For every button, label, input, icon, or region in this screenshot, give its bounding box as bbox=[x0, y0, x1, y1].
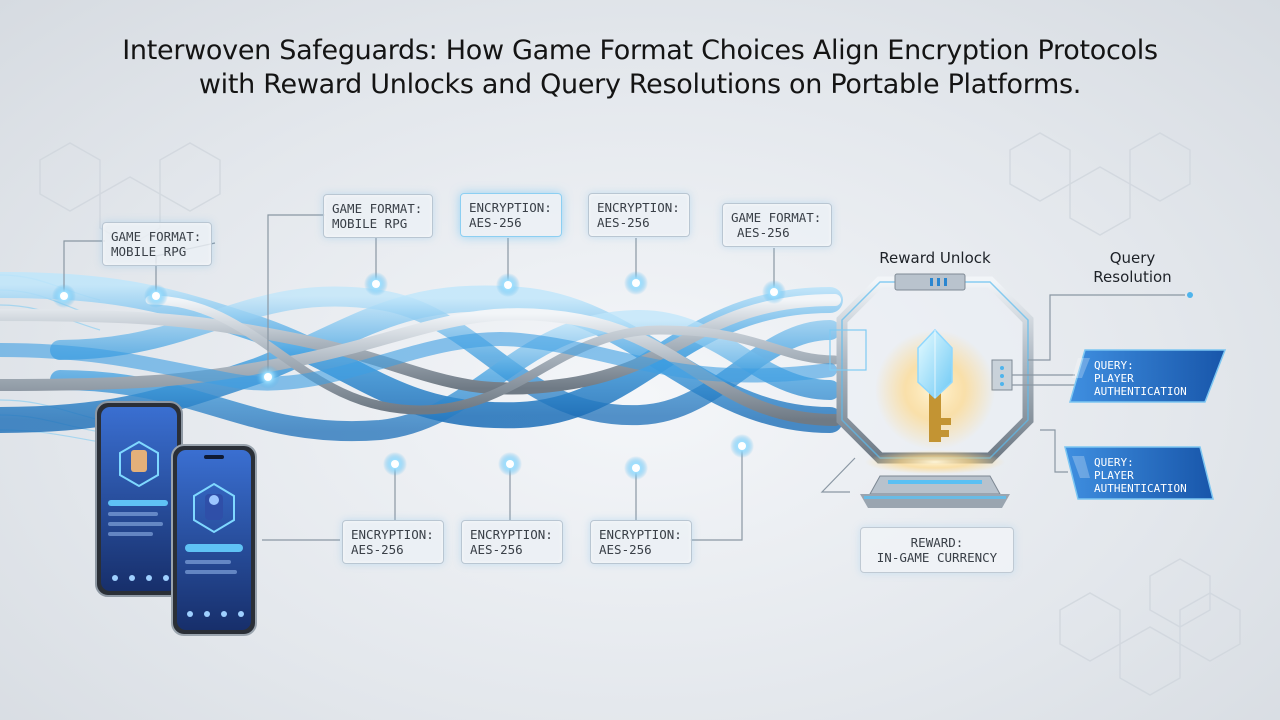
query-line: PLAYER bbox=[1094, 372, 1134, 385]
label-line: GAME FORMAT: bbox=[731, 210, 822, 225]
query-line: AUTHENTICATION bbox=[1094, 482, 1187, 495]
reward-pedestal bbox=[860, 450, 1010, 508]
label-line: ENCRYPTION: bbox=[599, 527, 682, 542]
reward-unlock-text: Reward Unlock bbox=[879, 249, 991, 267]
encryption-label-bottom-3: ENCRYPTION: AES-256 bbox=[590, 520, 692, 564]
connector-lines bbox=[63, 214, 775, 541]
query-line: PLAYER bbox=[1094, 469, 1134, 482]
label-line: GAME FORMAT: bbox=[332, 201, 423, 216]
label-line: AES-256 bbox=[351, 542, 404, 557]
reward-line: IN-GAME CURRENCY bbox=[876, 550, 998, 565]
query-line: AUTHENTICATION bbox=[1094, 385, 1187, 398]
label-line: ENCRYPTION: bbox=[351, 527, 434, 542]
query-badge-2: QUERY: PLAYER AUTHENTICATION bbox=[1068, 449, 1208, 497]
query-badge-1: QUERY: PLAYER AUTHENTICATION bbox=[1068, 352, 1208, 400]
query-badge-backgrounds bbox=[1064, 349, 1227, 500]
label-line: AES-256 bbox=[597, 215, 650, 230]
background-hexagons bbox=[39, 132, 1241, 696]
blue-cable-5 bbox=[0, 332, 837, 391]
query-line: QUERY: bbox=[1094, 456, 1134, 469]
label-line: AES-256 bbox=[470, 542, 523, 557]
reward-label: REWARD: IN-GAME CURRENCY bbox=[860, 527, 1014, 573]
phone-back bbox=[95, 401, 183, 597]
title-line-1: Interwoven Safeguards: How Game Format C… bbox=[122, 35, 1158, 66]
steel-cable-3 bbox=[145, 295, 840, 415]
game-format-label-3: GAME FORMAT: AES-256 bbox=[722, 203, 832, 247]
encryption-label-top-1: ENCRYPTION: AES-256 bbox=[460, 193, 562, 237]
label-line: ENCRYPTION: bbox=[469, 200, 552, 215]
glow-nodes bbox=[52, 271, 786, 480]
label-line: ENCRYPTION: bbox=[597, 200, 680, 215]
reward-unlock-heading: Reward Unlock bbox=[860, 249, 1010, 268]
label-line: ENCRYPTION: bbox=[470, 527, 553, 542]
query-line: QUERY: bbox=[1094, 359, 1134, 372]
encryption-label-bottom-1: ENCRYPTION: AES-256 bbox=[342, 520, 444, 564]
encryption-label-top-2: ENCRYPTION: AES-256 bbox=[588, 193, 690, 237]
label-line: AES-256 bbox=[737, 225, 790, 240]
reward-key-icon bbox=[875, 328, 995, 450]
game-format-label-2: GAME FORMAT: MOBILE RPG bbox=[323, 194, 433, 238]
phone-front bbox=[171, 444, 257, 636]
label-line: AES-256 bbox=[599, 542, 652, 557]
query-resolution-line: Query bbox=[1109, 249, 1156, 267]
right-connectors bbox=[820, 294, 1185, 493]
label-line: AES-256 bbox=[469, 215, 522, 230]
label-line: MOBILE RPG bbox=[332, 216, 408, 231]
reward-line: REWARD: bbox=[910, 535, 964, 550]
query-resolution-heading: Query Resolution bbox=[1080, 249, 1185, 287]
game-format-label-1: GAME FORMAT: MOBILE RPG bbox=[102, 222, 212, 266]
query-resolution-line: Resolution bbox=[1093, 268, 1172, 286]
label-line: GAME FORMAT: bbox=[111, 229, 202, 244]
title-line-2: with Reward Unlocks and Query Resolution… bbox=[198, 69, 1082, 100]
encryption-label-bottom-2: ENCRYPTION: AES-256 bbox=[461, 520, 563, 564]
label-line: MOBILE RPG bbox=[111, 244, 187, 259]
page-title: Interwoven Safeguards: How Game Format C… bbox=[40, 34, 1240, 102]
